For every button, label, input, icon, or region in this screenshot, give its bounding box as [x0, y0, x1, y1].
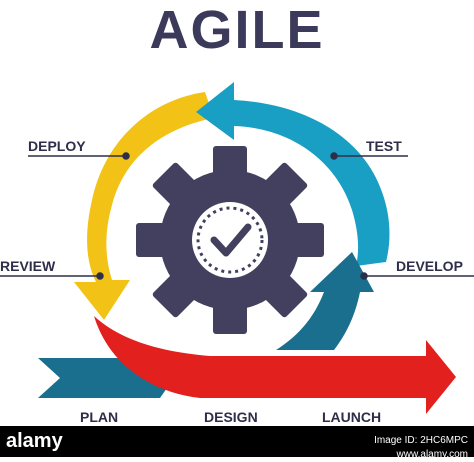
label-plan: PLAN	[80, 409, 119, 425]
watermark-brand: alamy	[6, 430, 63, 452]
teal-cycle-arrow	[196, 82, 390, 266]
watermark-site: www.alamy.com	[396, 449, 469, 460]
label-deploy: DEPLOY	[28, 138, 86, 154]
label-develop: DEVELOP	[396, 258, 463, 274]
watermark-image-id: Image ID: 2HC6MPC	[374, 435, 468, 446]
label-launch: LAUNCH	[322, 409, 382, 425]
watermark-meta: Image ID: 2HC6MPC www.alamy.com	[374, 434, 468, 462]
gear-icon	[136, 146, 324, 334]
watermark-footer: alamy Image ID: 2HC6MPC www.alamy.com	[0, 426, 474, 460]
label-review: REVIEW	[0, 258, 56, 274]
label-design: DESIGN	[204, 409, 258, 425]
label-test: TEST	[366, 138, 402, 154]
checkmark-icon	[210, 223, 252, 257]
launch-arrow	[94, 316, 456, 414]
diagram-title: AGILE	[149, 0, 325, 60]
develop-arrow	[276, 252, 374, 350]
check-badge-icon	[192, 202, 268, 278]
